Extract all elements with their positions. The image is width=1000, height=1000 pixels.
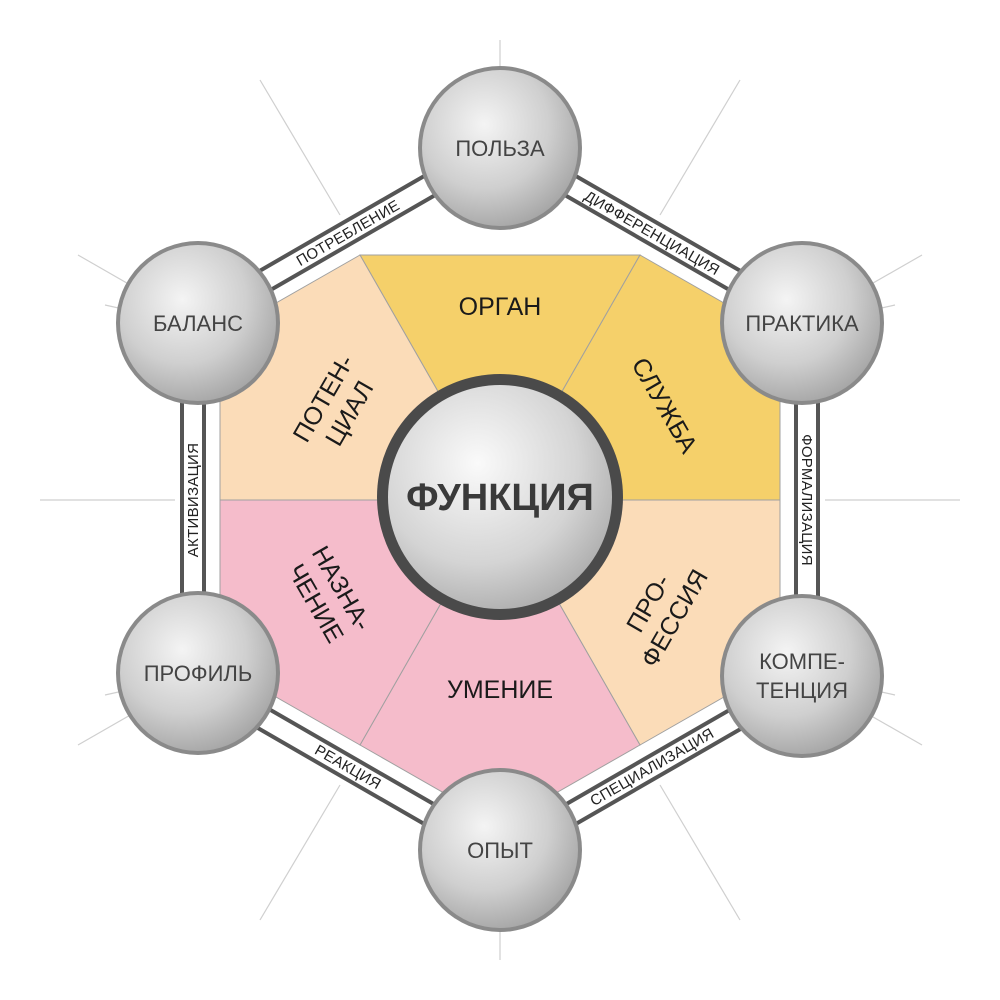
node-profil: ПРОФИЛЬ [116, 591, 280, 755]
node-kompetentsiya: КОМПЕ- ТЕНЦИЯ [720, 594, 884, 758]
node-praktika: ПРАКТИКА [720, 241, 884, 405]
node-label-kompetentsiya-line2: ТЕНЦИЯ [756, 678, 848, 703]
node-label-praktika: ПРАКТИКА [745, 311, 859, 336]
node-label-kompetentsiya-line1: КОМПЕ- [759, 649, 845, 674]
node-label-profil: ПРОФИЛЬ [144, 661, 253, 686]
sector-label-organ: ОРГАН [459, 293, 542, 321]
node-opyt: ОПЫТ [418, 768, 582, 932]
edge-label-aktivizatsiya: АКТИВИЗАЦИЯ [185, 443, 202, 558]
edge-label-formalizatsiya: ФОРМАЛИЗАЦИЯ [798, 434, 815, 566]
node-balans: БАЛАНС [116, 241, 280, 405]
node-label-balans: БАЛАНС [153, 311, 243, 336]
node-polza: ПОЛЬЗА [418, 66, 582, 230]
node-label-polza: ПОЛЬЗА [455, 136, 545, 161]
node-label-opyt: ОПЫТ [467, 838, 533, 863]
sector-label-umenie: УМЕНИЕ [447, 676, 553, 704]
center-label: ФУНКЦИЯ [406, 477, 594, 519]
center-sphere: ФУНКЦИЯ [377, 374, 623, 620]
